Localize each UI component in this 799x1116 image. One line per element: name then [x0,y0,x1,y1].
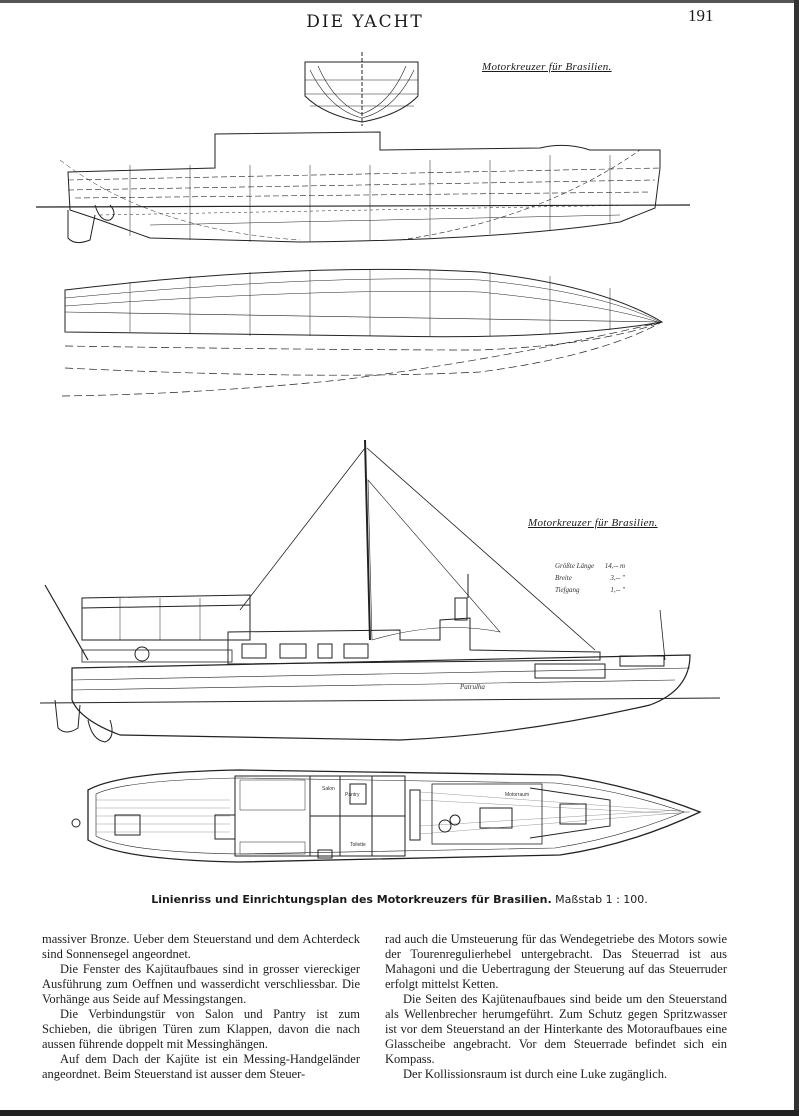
scan-edge-bottom [0,1110,799,1116]
scan-edge-top [0,0,799,3]
stern-name-label: Patrulha [460,683,485,691]
page-number: 191 [688,6,714,25]
running-head: DIE YACHT [306,12,424,32]
outboard-profile-drawing [39,439,721,743]
deck-plan-drawing [71,769,702,863]
caption-scale: Maßstab 1 : 100. [555,893,648,906]
spec-value: 1,-- " [610,586,625,594]
spec-row: Breite 3,-- " [555,572,625,584]
deck-plan-room-label-3: Toilette [350,842,366,848]
profile-drawing-label: Motorkreuzer für Brasilien. [482,61,612,73]
deck-plan-room-label-2: Pantry [345,792,360,798]
spec-label: Breite [555,574,572,582]
body-plan-drawing [304,52,419,126]
text-column-right: rad auch die Umsteuerung für das Wendege… [385,932,727,1082]
scan-edge-right [794,0,799,1116]
paragraph: massiver Bronze. Ueber dem Steuerstand u… [42,932,360,961]
outboard-drawing-label: Motorkreuzer für Brasilien. [528,517,658,529]
paragraph: Der Kollissionsraum ist durch eine Luke … [403,1067,668,1081]
technical-drawings: Salon Pantry Toilette Motorraum [35,52,721,863]
spec-table: Größte Länge 14,-- m Breite 3,-- " Tiefg… [555,560,625,596]
profile-drawing [35,131,691,244]
caption-main: Linienriss und Einrichtungsplan des Moto… [151,893,552,906]
paragraph: Die Verbindungstür von Salon und Pantry … [42,1007,360,1051]
paragraph: Auf dem Dach der Kajüte ist ein Messing-… [42,1052,360,1081]
deck-plan-room-label-1: Salon [322,786,335,792]
paragraph: rad auch die Umsteuerung für das Wendege… [385,932,727,991]
figure-caption: Linienriss und Einrichtungsplan des Moto… [0,893,799,906]
paragraph: Die Fenster des Kajütaufbaues sind in gr… [42,962,360,1006]
spec-value: 14,-- m [604,562,625,570]
spec-value: 3,-- " [610,574,625,582]
spec-label: Tiefgang [555,586,580,594]
spec-row: Größte Länge 14,-- m [555,560,625,572]
deck-plan-room-label-4: Motorraum [505,792,529,798]
spec-row: Tiefgang 1,-- " [555,584,625,596]
half-breadth-drawing [61,268,664,397]
text-column-left: massiver Bronze. Ueber dem Steuerstand u… [42,932,360,1082]
spec-label: Größte Länge [555,562,595,570]
paragraph: Die Seiten des Kajütenaufbaues sind beid… [385,992,727,1066]
